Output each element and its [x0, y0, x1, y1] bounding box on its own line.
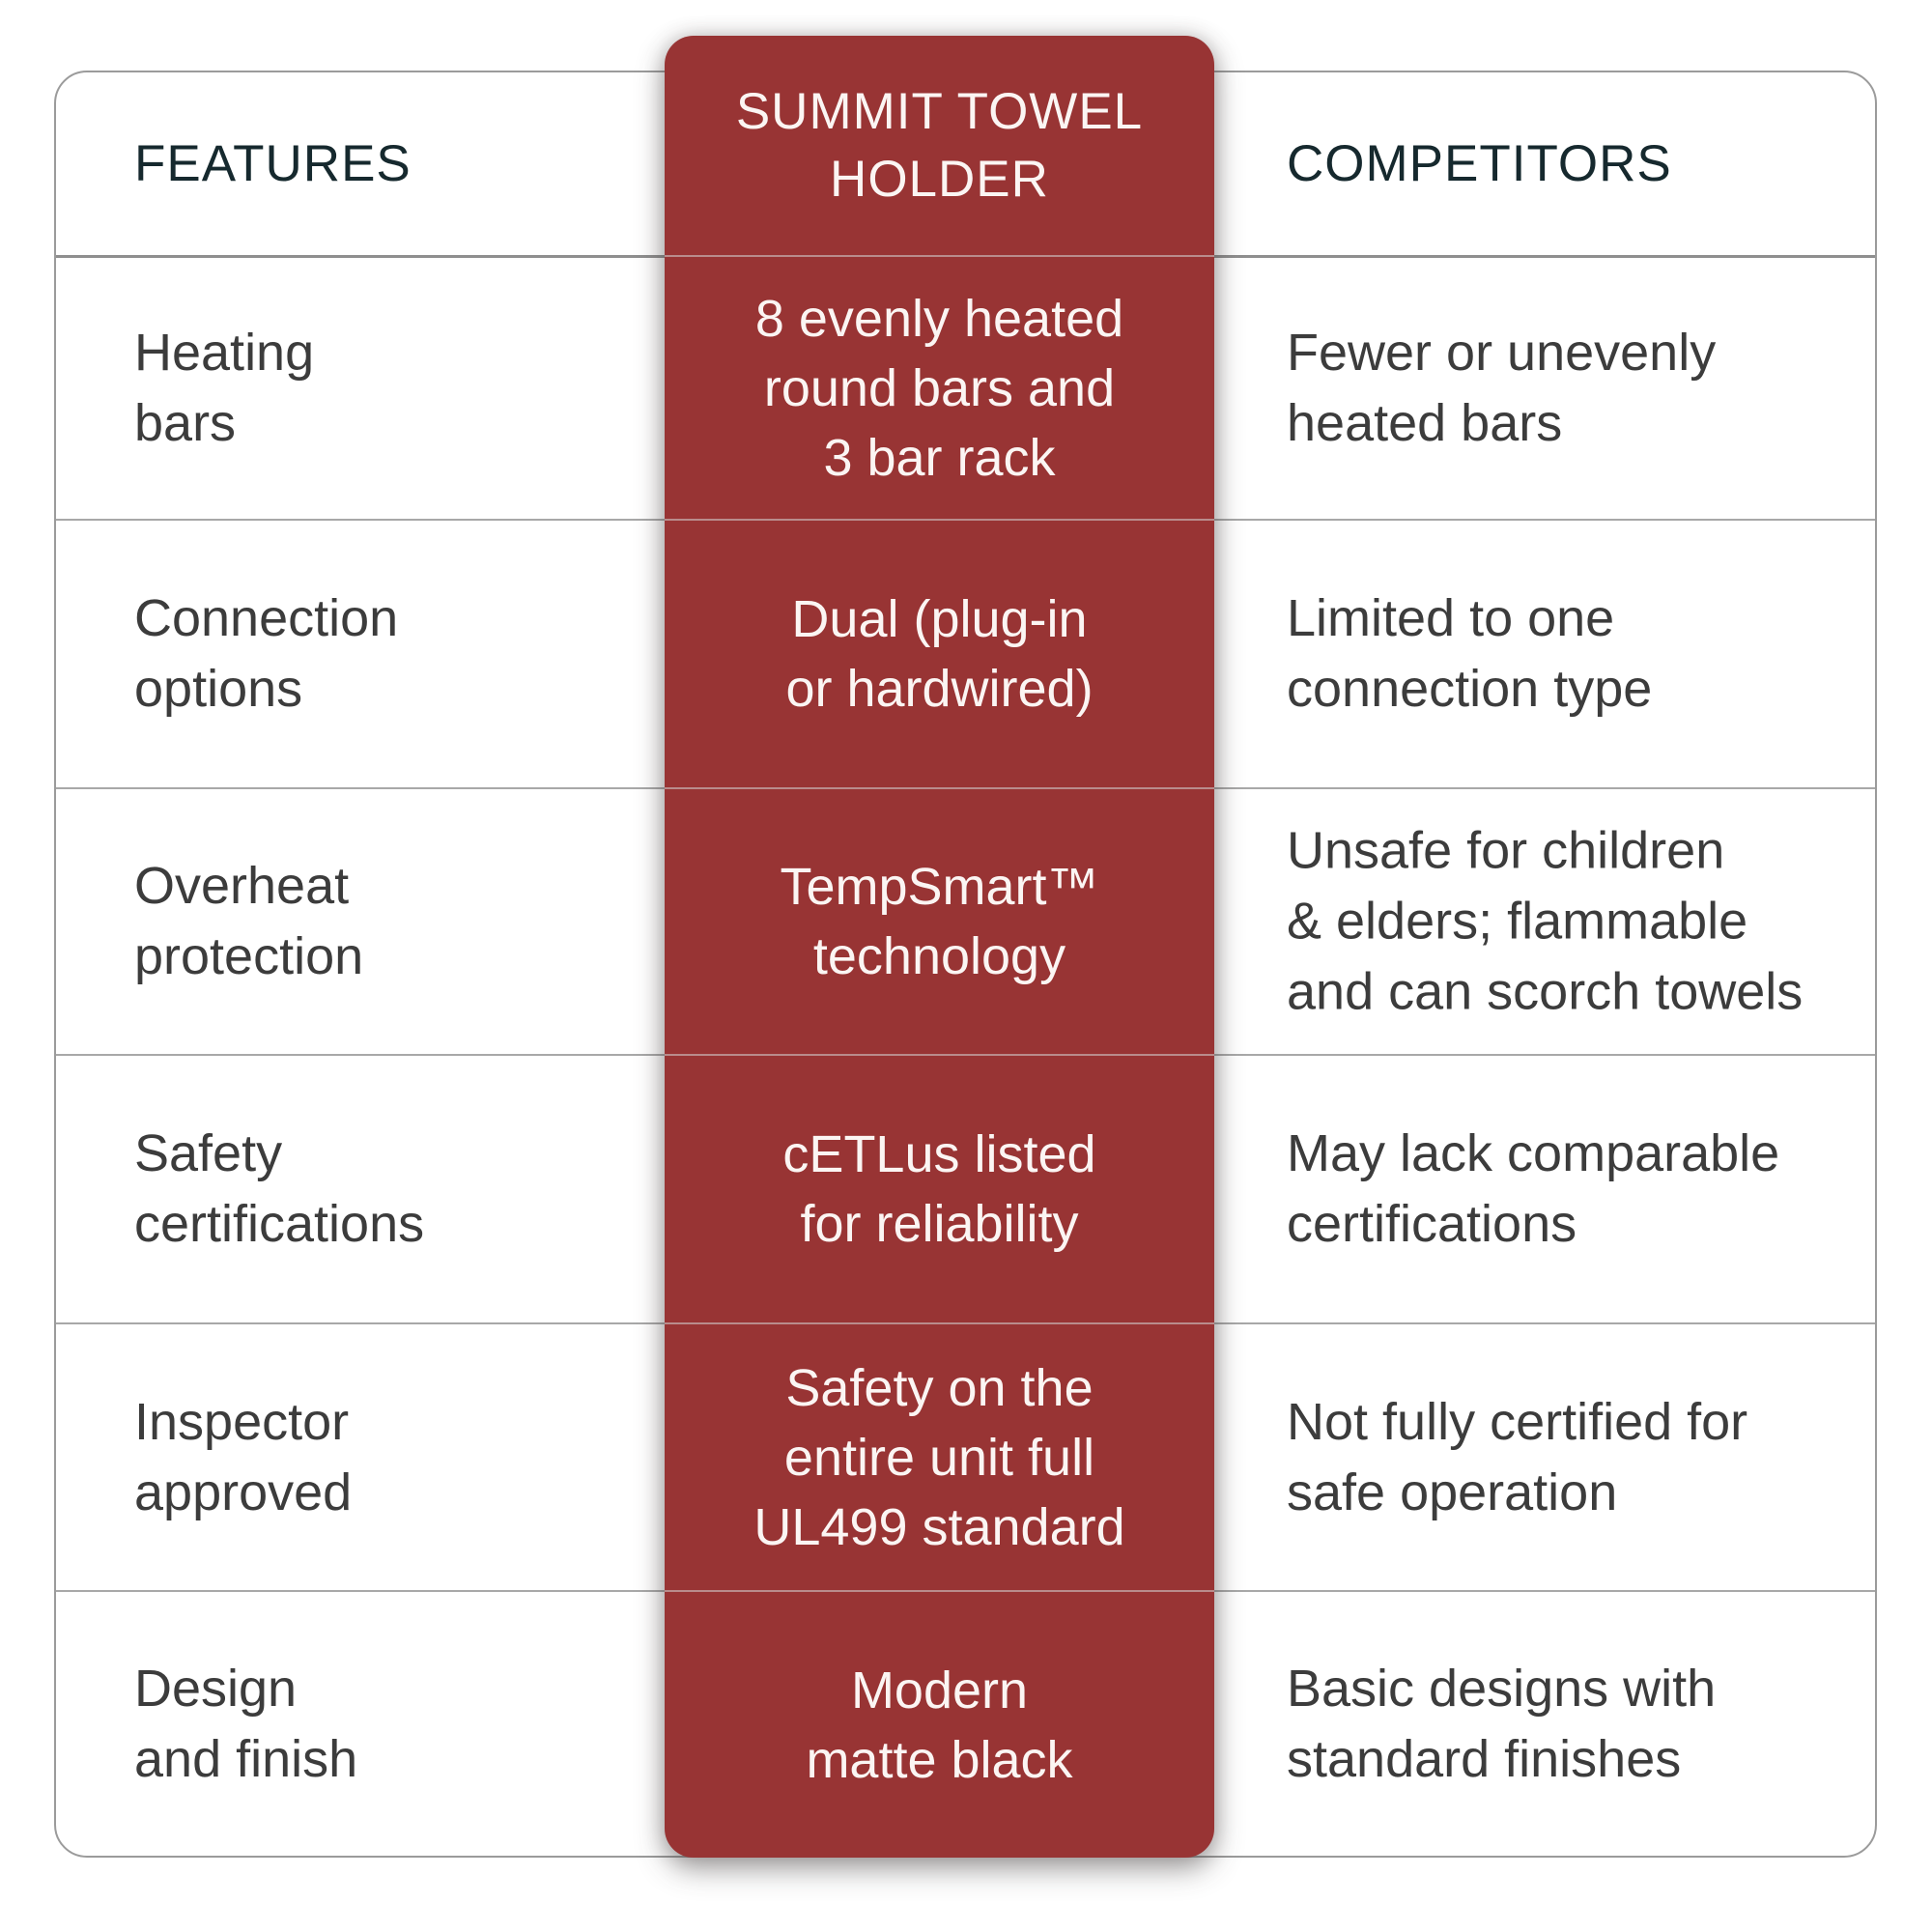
table-header-row: FEATURES COMPETITORS — [56, 72, 1875, 255]
table-row-design-and-finish: Design and finish Basic designs with sta… — [56, 1590, 1875, 1856]
product-column-header: SUMMIT TOWEL HOLDER — [735, 82, 1144, 208]
competitor-value: Limited to one connection type — [1287, 589, 1653, 718]
feature-label: Overheat protection — [134, 857, 364, 985]
competitor-value: Not fully certified for safe operation — [1287, 1392, 1748, 1521]
competitor-value: May lack comparable certifications — [1287, 1124, 1780, 1253]
feature-label: Inspector approved — [134, 1392, 353, 1521]
table-row-safety-certifications: Safety certifications May lack comparabl… — [56, 1054, 1875, 1322]
table-row-overheat-protection: Overheat protection Unsafe for children … — [56, 787, 1875, 1054]
competitors-column-header: COMPETITORS — [1287, 134, 1672, 192]
competitor-value: Unsafe for children & elders; flammable … — [1287, 821, 1804, 1021]
feature-label: Heating bars — [134, 324, 315, 452]
product-value-safety-certifications: cETLus listed for reliability — [665, 1054, 1214, 1322]
table-row-heating-bars: Heating bars Fewer or unevenly heated ba… — [56, 255, 1875, 519]
competitor-value: Fewer or unevenly heated bars — [1287, 324, 1717, 452]
competitor-value: Basic designs with standard finishes — [1287, 1659, 1717, 1788]
feature-label: Connection options — [134, 589, 399, 718]
product-value-connection-options: Dual (plug-in or hardwired) — [665, 519, 1214, 787]
product-value-overheat-protection: TempSmart™ technology — [665, 787, 1214, 1054]
features-column-header: FEATURES — [134, 134, 412, 192]
feature-label: Safety certifications — [134, 1124, 425, 1253]
table-row-inspector-approved: Inspector approved Not fully certified f… — [56, 1322, 1875, 1590]
product-value-inspector-approved: Safety on the entire unit full UL499 sta… — [665, 1322, 1214, 1590]
product-highlight-column: SUMMIT TOWEL HOLDER 8 evenly heated roun… — [665, 36, 1214, 1858]
product-value-heating-bars: 8 evenly heated round bars and 3 bar rac… — [665, 255, 1214, 519]
product-value-design-and-finish: Modern matte black — [665, 1590, 1214, 1858]
table-row-connection-options: Connection options Limited to one connec… — [56, 519, 1875, 787]
feature-label: Design and finish — [134, 1659, 358, 1788]
